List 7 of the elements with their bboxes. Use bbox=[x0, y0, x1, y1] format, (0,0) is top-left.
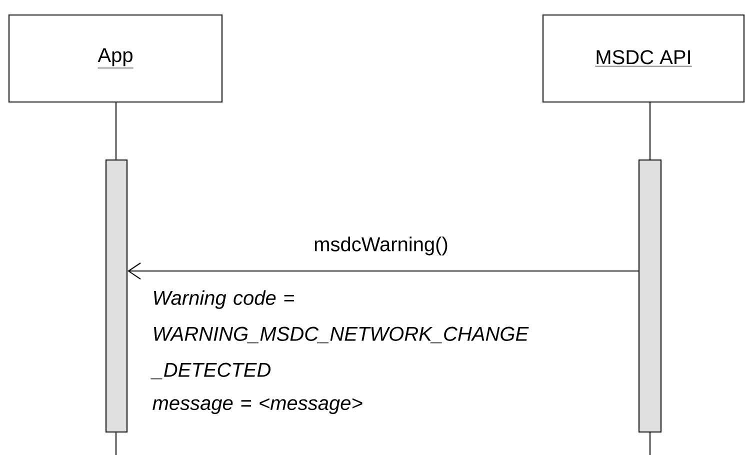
message-note: message = <message> bbox=[152, 398, 362, 414]
activation-bar bbox=[105, 159, 128, 433]
message-arrow bbox=[128, 262, 638, 280]
participant-box: MSDC API bbox=[542, 14, 745, 103]
activation-bar bbox=[638, 159, 662, 433]
message-label: msdcWarning() bbox=[314, 236, 448, 256]
participant-box: App bbox=[8, 14, 223, 103]
